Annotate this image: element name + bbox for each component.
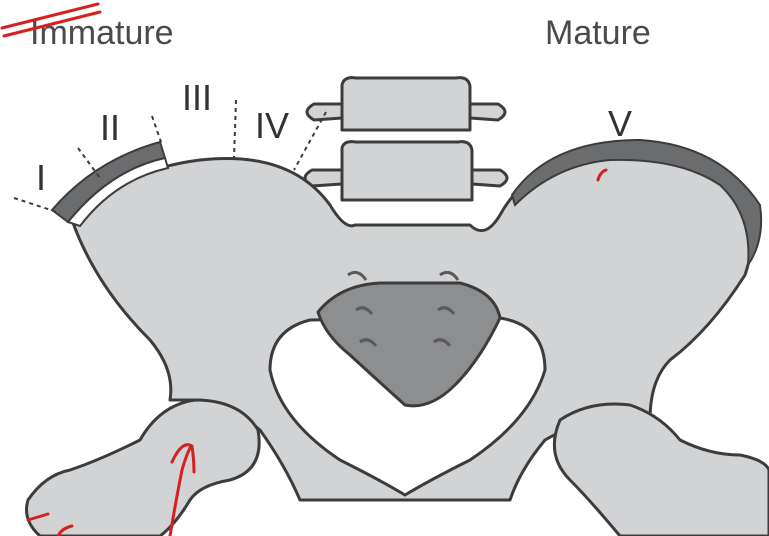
immature-heading: Immature (30, 14, 174, 52)
mature-heading: Mature (545, 14, 651, 52)
stage-label-iii: III (182, 77, 212, 118)
stage-label-ii: II (100, 107, 120, 148)
right-femur (554, 404, 769, 536)
left-femur (27, 400, 260, 536)
stage-label-iv: IV (255, 105, 289, 146)
stage-label-i: I (36, 157, 46, 198)
stage-label-v: V (608, 103, 632, 144)
lumbar-vertebrae (305, 78, 507, 200)
